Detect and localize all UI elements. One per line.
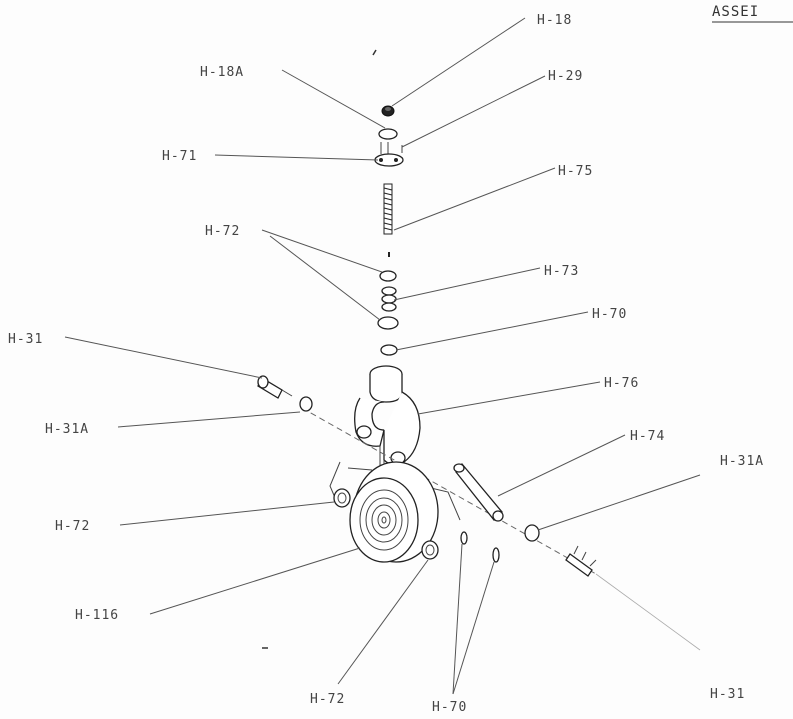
callout-h71: H-71 — [162, 149, 197, 164]
callout-h70-upper: H-70 — [592, 307, 627, 322]
part-h72-right-bushing — [421, 540, 439, 560]
part-h31a-left-clip — [299, 396, 313, 412]
callout-h70-bottom: H-70 — [432, 700, 467, 715]
part-h31a-right-clip — [524, 524, 540, 542]
part-h72-lower-washer — [377, 316, 399, 330]
part-h18-nut — [381, 105, 395, 117]
part-h31-right-pin — [565, 545, 597, 577]
callout-h18: H-18 — [537, 13, 572, 28]
stray-mark — [372, 49, 377, 56]
callout-h31-left: H-31 — [8, 332, 43, 347]
callout-h18a: H-18A — [200, 65, 244, 80]
part-h70-lower-rings — [460, 531, 500, 563]
part-h116-pulley — [349, 461, 439, 563]
callout-h116: H-116 — [75, 608, 119, 623]
callout-h31a-left: H-31A — [45, 422, 89, 437]
leader-lines — [64, 17, 701, 695]
callout-h74: H-74 — [630, 429, 665, 444]
callout-h72-left: H-72 — [55, 519, 90, 534]
callout-h31-right: H-31 — [710, 687, 745, 702]
part-h71-plate — [374, 153, 404, 167]
callout-h72-upper: H-72 — [205, 224, 240, 239]
callout-h72-bottom: H-72 — [310, 692, 345, 707]
part-h72-upper-washer — [379, 270, 397, 282]
part-h76-housing — [354, 365, 421, 476]
callout-h29: H-29 — [548, 69, 583, 84]
part-h73-bushing — [381, 286, 397, 312]
part-h70-ring — [380, 344, 398, 356]
part-h18a-washer — [378, 128, 398, 140]
callout-h73: H-73 — [544, 264, 579, 279]
part-h75-spring — [383, 183, 393, 235]
header-title: ASSEI — [712, 4, 759, 20]
part-h72-left-bushing — [333, 488, 351, 508]
part-h31-left-pin — [257, 375, 293, 399]
callout-h75: H-75 — [558, 164, 593, 179]
callout-h76: H-76 — [604, 376, 639, 391]
axle-centerline-end — [595, 573, 701, 651]
axle-centerline — [301, 407, 597, 575]
part-h74-shaft — [453, 462, 504, 522]
callout-h31a-right: H-31A — [720, 454, 764, 469]
